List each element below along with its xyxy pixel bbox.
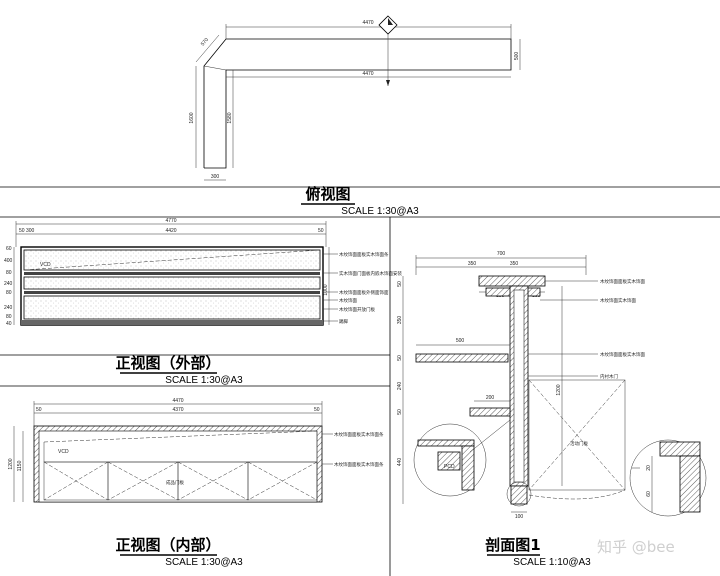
front-inner-view: 4470 50 4370 50 VCD 成品门板 xyxy=(8,398,384,503)
note-section-3: 内衬木门 xyxy=(600,373,618,380)
note-outer-0: 木纹饰面面板实木饰面条 xyxy=(339,251,389,258)
v-dim-4: 50 xyxy=(397,409,403,415)
detail-right: 20 60 xyxy=(629,439,707,517)
dim-inner-left: 50 xyxy=(36,407,42,413)
note-inner-1: 木纹饰面面板实木饰面条 xyxy=(334,461,384,468)
top-view: 4470 4470 570 500 1600 1580 300 xyxy=(189,15,521,181)
dim-bottom-width: 300 xyxy=(211,174,220,180)
note-outer-1: 实木饰面门面板内嵌木饰面安装 xyxy=(339,270,402,277)
dim-section-small: 200 xyxy=(486,395,495,401)
note-outer-2: 木纹饰面面板外侧面饰面 xyxy=(339,289,389,296)
dim-inner-inner: 4370 xyxy=(172,407,183,413)
vcd-label-outer: VCD xyxy=(40,262,51,268)
section-title: 剖面图1 xyxy=(485,536,540,554)
dim-inner-h-inner: 1150 xyxy=(17,460,23,471)
section-v-dims: 50 350 50 240 50 440 xyxy=(397,281,403,466)
section-notes: 木纹饰面面板实木饰面 木纹饰面实木饰面 木纹饰面面板实木饰面 内衬木门 xyxy=(528,278,645,380)
dim-left-inner: 1580 xyxy=(227,112,233,123)
note-outer-4: 木纹饰面开放门板 xyxy=(339,306,375,313)
dim-height-outer: 1000 xyxy=(323,284,329,295)
note-inner-0: 木纹饰面面板实木饰面条 xyxy=(334,431,384,438)
row-dim-0: 60 xyxy=(6,246,12,252)
front-outer-notes: 木纹饰面面板实木饰面条 实木饰面门面板内嵌木饰面安装 木纹饰面面板外侧面饰面 木… xyxy=(323,251,402,325)
dim-section-r: 350 xyxy=(510,261,519,267)
sheet-frame xyxy=(0,186,720,576)
dim-overall-outer: 4770 xyxy=(165,218,176,224)
row-dim-5: 240 xyxy=(4,305,13,311)
row-dim-2: 80 xyxy=(6,270,12,276)
front-outer-view: 4770 50 300 4420 50 VCD 60 400 80 240 80… xyxy=(4,218,402,327)
note-section-2: 木纹饰面面板实木饰面 xyxy=(600,351,645,358)
dim-inner-right: 50 xyxy=(314,407,320,413)
top-view-dims: 4470 4470 570 500 1600 1580 300 xyxy=(189,20,521,181)
row-dim-4: 80 xyxy=(6,290,12,296)
row-dim-3: 240 xyxy=(4,281,13,287)
dim-section-top: 700 xyxy=(497,251,506,257)
dim-right-a: 50 xyxy=(318,228,324,234)
row-dim-6: 80 xyxy=(6,314,12,320)
door-center-label: 成品门板 xyxy=(166,479,184,486)
dim-inner-h-outer: 1200 xyxy=(8,458,14,469)
dim-left-outer: 1600 xyxy=(189,112,195,123)
v-dim-3: 240 xyxy=(397,382,403,391)
door-panels xyxy=(43,461,318,501)
row-dim-1: 400 xyxy=(4,258,13,264)
detail-dim-b: 60 xyxy=(646,491,652,497)
front-outer-scale: SCALE 1:30@A3 xyxy=(165,375,243,386)
dim-inner-outer: 4420 xyxy=(165,228,176,234)
top-view-title-block: 俯视图 SCALE 1:30@A3 xyxy=(301,185,419,217)
detail-dim-a: 20 xyxy=(646,465,652,471)
top-view-scale: SCALE 1:30@A3 xyxy=(341,206,419,217)
section-view: 700 350 350 150 100 500 200 100 xyxy=(397,251,707,520)
dim-left-b: 300 xyxy=(26,228,35,234)
dim-left-a: 50 xyxy=(19,228,25,234)
open-door-label: 活动门板 xyxy=(570,440,588,447)
note-section-1: 木纹饰面实木饰面 xyxy=(600,297,636,304)
section-title-block: 剖面图1 SCALE 1:10@A3 xyxy=(485,536,591,568)
pcd-label: PCD xyxy=(444,464,455,470)
row-dims: 60 400 80 240 80 240 80 40 xyxy=(4,246,13,327)
detail-left: PCD xyxy=(413,419,511,497)
dim-top-len: 4470 xyxy=(362,20,373,26)
dim-section-shelf: 500 xyxy=(456,338,465,344)
front-inner-title: 正视图（内部） xyxy=(115,536,220,554)
dim-right-height: 500 xyxy=(514,52,520,61)
v-dim-2: 50 xyxy=(397,355,403,361)
front-inner-title-block: 正视图（内部） SCALE 1:30@A3 xyxy=(115,536,243,568)
dim-section-base: 100 xyxy=(515,514,524,520)
v-dim-5: 440 xyxy=(397,458,403,467)
section-marker-icon xyxy=(378,15,398,86)
vcd-label-inner: VCD xyxy=(58,449,69,455)
front-inner-scale: SCALE 1:30@A3 xyxy=(165,557,243,568)
v-dim-0: 50 xyxy=(397,281,403,287)
note-section-0: 木纹饰面面板实木饰面 xyxy=(600,278,645,285)
top-view-title: 俯视图 xyxy=(305,185,350,203)
dim-section-l: 350 xyxy=(468,261,477,267)
dim-section-total: 1200 xyxy=(556,384,562,395)
dim-inner-len: 4470 xyxy=(362,71,373,77)
dim-diagonal: 570 xyxy=(200,37,210,47)
watermark-text: 知乎 @bee xyxy=(597,538,675,556)
section-scale: SCALE 1:10@A3 xyxy=(513,557,591,568)
front-outer-title-block: 正视图（外部） SCALE 1:30@A3 xyxy=(115,354,243,386)
v-dim-1: 350 xyxy=(397,316,403,325)
dim-overall-inner: 4470 xyxy=(172,398,183,404)
front-outer-title: 正视图（外部） xyxy=(115,354,220,372)
note-outer-5: 踢脚 xyxy=(339,318,348,325)
row-dim-7: 40 xyxy=(6,321,12,327)
note-outer-3: 木纹饰面 xyxy=(339,297,357,304)
